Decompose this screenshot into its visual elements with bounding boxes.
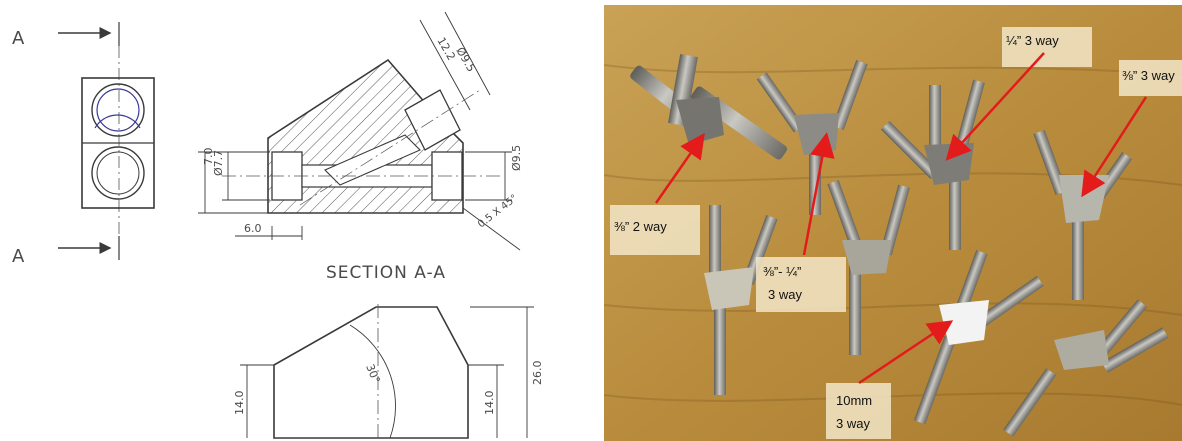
arrow-threeeighths-quarter-3way (802, 132, 835, 256)
dim-dia-outlet-right: Ø9.5 (510, 145, 523, 171)
dim-height-7: 7.0 (202, 148, 215, 166)
arrow-threeeighths-3way (1081, 96, 1148, 198)
label-threeeighths-quarter-line2: 3 way (768, 287, 802, 302)
arrow-quarter-3way (945, 52, 1045, 161)
dim-depth-6: 6.0 (244, 222, 262, 235)
fittings-photo: ¼” 3 way ⅜” 3 way ⅜” 2 way ⅜”- ¼” 3 way … (604, 5, 1182, 441)
dim-left-14: 14.0 (233, 391, 246, 416)
section-title: SECTION A-A (326, 263, 446, 283)
dim-height-26: 26.0 (531, 361, 544, 386)
dimension-lines (198, 11, 521, 251)
pointer-arrows (654, 52, 1148, 385)
arrow-threeeighths-2way (654, 132, 705, 204)
fitting-3way-g (1003, 299, 1169, 437)
fitting-3way-d (827, 180, 910, 355)
plan-view (240, 300, 534, 439)
label-threeeighths-quarter-line1: ⅜”- ¼” (763, 264, 801, 279)
fitting-3way-e (704, 205, 778, 395)
dim-dia-inlet: Ø7.7 (212, 150, 225, 176)
dim-angle-30: 30° (363, 362, 382, 385)
label-10mm-line1: 10mm (836, 393, 872, 408)
dim-dia-outlet-top: Ø9.5 (453, 45, 477, 74)
section-marker-top: A (12, 22, 120, 49)
label-threeeighths-3way: ⅜” 3 way (1119, 60, 1182, 96)
section-letter-bottom: A (12, 246, 25, 267)
technical-drawing: A A (12, 11, 544, 439)
label-threeeighths-2way: ⅜” 2 way (610, 205, 700, 255)
fitting-2way (630, 53, 788, 160)
end-view (81, 77, 155, 209)
label-10mm-line2: 3 way (836, 416, 870, 431)
label-threeeighths-3way-text: ⅜” 3 way (1122, 68, 1175, 83)
arrow-10mm-3way (858, 320, 954, 385)
section-view (222, 58, 500, 214)
dim-right-14: 14.0 (483, 391, 496, 416)
dim-12-2: 12.2 (434, 35, 458, 63)
label-threeeighths-2way-text: ⅜” 2 way (614, 219, 667, 234)
label-10mm-3way: 10mm 3 way (826, 383, 891, 439)
label-threeeighths-quarter-3way: ⅜”- ¼” 3 way (756, 257, 846, 312)
label-quarter-3way: ¼” 3 way (1002, 27, 1092, 67)
label-quarter-3way-text: ¼” 3 way (1006, 33, 1059, 48)
section-marker-bottom: A (12, 236, 120, 267)
dim-chamfer: 0.5 X 45° (476, 193, 520, 231)
section-letter-top: A (12, 28, 25, 49)
fitting-3way-b (881, 79, 985, 250)
